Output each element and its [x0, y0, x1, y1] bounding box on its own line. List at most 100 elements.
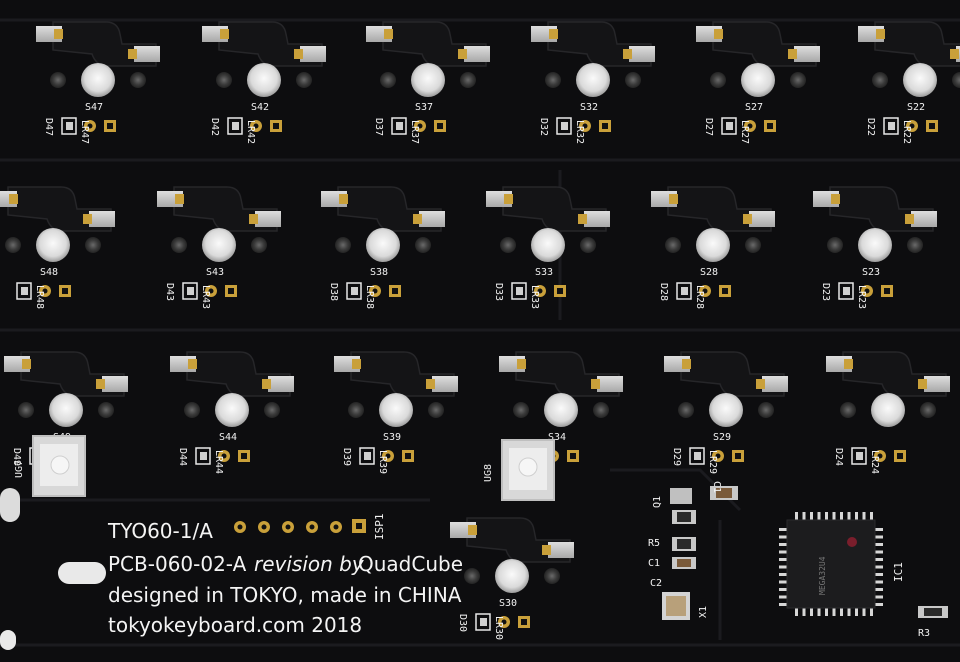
switch-side-hole: [500, 237, 516, 253]
led-pad-hole: [208, 288, 214, 294]
diode-outline: [676, 282, 692, 300]
ic-pin: [825, 512, 828, 520]
label-q1: Q1: [652, 496, 663, 508]
led-pad-hole: [877, 453, 883, 459]
switch-center-hole: [696, 228, 730, 262]
diode-outline: [721, 117, 737, 135]
socket-pad-right: [464, 46, 490, 62]
socket-pad-left-gold: [9, 194, 18, 204]
underglow-led-ug7: UG7: [14, 435, 86, 497]
socket-pad-right: [584, 211, 610, 227]
switch-side-hole: [872, 72, 888, 88]
switch-side-hole: [745, 237, 761, 253]
switch-label: S28: [700, 267, 718, 278]
diode-outline: [511, 282, 527, 300]
ic-pin: [840, 608, 843, 616]
led-pad-square-hole: [897, 453, 903, 459]
ic-pin: [779, 543, 787, 546]
socket-pad-right: [432, 376, 458, 392]
socket-pad-right: [419, 211, 445, 227]
switch-label: S23: [862, 267, 880, 278]
socket-pad-left-gold: [54, 29, 63, 39]
led-pad-hole: [537, 288, 543, 294]
led-pad-square-hole: [722, 288, 728, 294]
diode-body: [396, 122, 403, 130]
socket-pad-right: [548, 542, 574, 558]
diode-label: D30: [457, 614, 468, 632]
socket-pad-right-gold: [756, 379, 765, 389]
switch-label: S47: [85, 102, 103, 113]
socket-pad-right: [794, 46, 820, 62]
led-label: LR47: [79, 120, 90, 144]
diode-outline: [359, 447, 375, 465]
switch-side-hole: [758, 402, 774, 418]
switch-side-hole: [380, 72, 396, 88]
diode-body: [888, 122, 895, 130]
led-label: LR23: [856, 285, 867, 309]
diode-outline: [182, 282, 198, 300]
ic-pin: [779, 535, 787, 539]
led-label: LR29: [707, 450, 718, 474]
ic-pin: [875, 580, 883, 584]
diode-outline: [16, 282, 32, 300]
led-label: LR28: [694, 285, 705, 309]
socket-pad-left-gold: [844, 359, 853, 369]
socket-pad-right-gold: [578, 214, 587, 224]
diode-body: [681, 287, 688, 295]
microcontroller-ic: MEGA32U4 IC1: [779, 512, 905, 616]
led-pad-hole: [221, 453, 227, 459]
led-pad-hole: [253, 123, 259, 129]
switch-side-hole: [296, 72, 312, 88]
ic-pin: [832, 608, 836, 616]
led-pad-hole: [864, 288, 870, 294]
label-ic1: IC1: [892, 562, 905, 582]
ic-pin: [847, 512, 851, 520]
led-pad-hole: [417, 123, 423, 129]
switch-label: S27: [745, 102, 763, 113]
socket-pad-right: [300, 46, 326, 62]
switch-label: S42: [251, 102, 269, 113]
socket-pad-right: [762, 376, 788, 392]
switch-center-hole: [871, 393, 905, 427]
copper-traces: [0, 18, 960, 647]
led-pad-hole: [385, 453, 391, 459]
led-pad-hole: [582, 123, 588, 129]
switch-side-hole: [580, 237, 596, 253]
ic-pin: [779, 528, 787, 531]
switch-center-hole: [858, 228, 892, 262]
socket-pad-left-gold: [504, 194, 513, 204]
socket-pad-right-gold: [623, 49, 632, 59]
socket-pad-right: [597, 376, 623, 392]
ic-pin: [855, 512, 858, 520]
socket-pad-right: [749, 211, 775, 227]
label-ug8: UG8: [483, 464, 494, 482]
socket-pad-right-gold: [426, 379, 435, 389]
socket-pad-right: [924, 376, 950, 392]
socket-pad-left-gold: [669, 194, 678, 204]
socket-pad-right: [629, 46, 655, 62]
ic-pin: [802, 608, 806, 616]
switch-center-hole: [49, 393, 83, 427]
socket-pad-right-gold: [96, 379, 105, 389]
diode-body: [516, 287, 523, 295]
switch-side-hole: [678, 402, 694, 418]
label-x1: X1: [698, 606, 709, 618]
led-label: LR38: [364, 285, 375, 309]
led-pad-square-hole: [228, 288, 234, 294]
switch-side-hole: [171, 237, 187, 253]
socket-pad-right-gold: [249, 214, 258, 224]
led-pad-square-hole: [602, 123, 608, 129]
socket-pad-left-gold: [384, 29, 393, 39]
ic-pin: [779, 603, 787, 606]
led-pad-hole: [372, 288, 378, 294]
socket-pad-left-gold: [517, 359, 526, 369]
led-pad-square-hole: [437, 123, 443, 129]
board-model: TYO60-1/A: [107, 519, 213, 543]
led-pad-square-hole: [107, 123, 113, 129]
switch-center-hole: [531, 228, 565, 262]
diode-outline: [838, 282, 854, 300]
switch-side-hole: [513, 402, 529, 418]
switch-side-hole: [920, 402, 936, 418]
led-pad-hole: [501, 619, 507, 625]
